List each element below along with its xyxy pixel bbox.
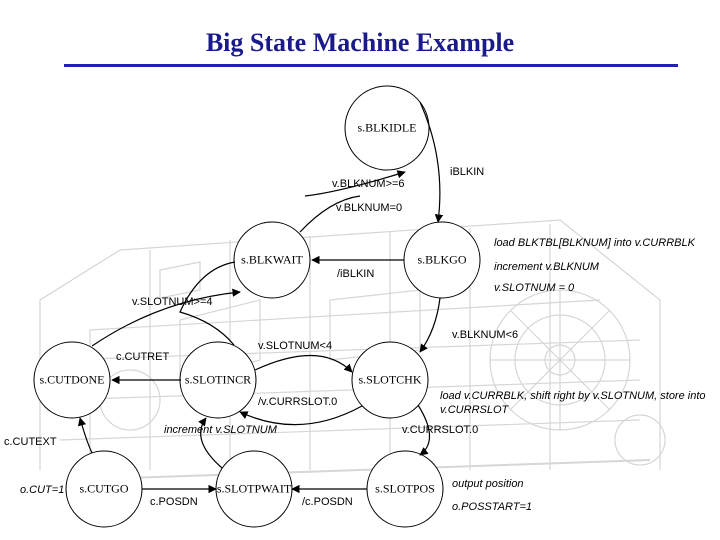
state-blkidle-label: s.BLKIDLE [357,120,417,135]
edge-slotchk-to-slotpos [417,404,431,456]
edge-cutdone-to-blkwait [91,288,241,347]
cond-currslot-not0: /v.CURRSLOT.0 [258,396,338,408]
cond-not-posdn: /c.POSDN [302,496,353,508]
edge-blkwait-to-blkidle [304,170,406,197]
action-posstart: o.POSSTART=1 [452,501,532,513]
edge-slotincr-to-slotchk [254,354,353,373]
state-slotchk-circle [351,341,429,419]
state-slotpwait-label: s.SLOTPWAIT [216,481,292,496]
state-cutdone-circle [33,341,111,419]
state-blkwait-label: s.BLKWAIT [241,252,303,267]
slide-title: Big State Machine Example [205,28,515,57]
action-output-position: output position [452,478,524,490]
state-slotpos-label: s.SLOTPOS [375,481,435,496]
state-cutgo-label: s.CUTGO [79,481,129,496]
action-cut-eq1: o.CUT=1 [20,484,65,496]
cond-blknum-eq0: v.BLKNUM=0 [336,202,403,214]
edge-blkgo-to-slotchk [419,297,441,353]
edge-slotpwait-to-slotincr [198,417,223,469]
cond-iblkin-negated: /iBLKIN [337,268,375,280]
edge-slotchk-to-slotincr [239,405,363,426]
edge-slotnum-ge4 [179,261,236,346]
cond-currslot-0: v.CURRSLOT.0 [402,424,479,436]
edge-blkidle-to-blkgo [419,101,444,223]
cond-posdn: c.POSDN [150,496,198,508]
state-slotchk-label: s.SLOTCHK [358,372,422,387]
action-slotnum-zero: v.SLOTNUM = 0 [494,282,575,294]
state-blkwait-circle [233,221,311,299]
cond-blknum-lt6: v.BLKNUM<6 [452,329,519,341]
action-load-blktbl: load BLKTBL[BLKNUM] into v.CURRBLK [494,237,695,249]
state-cutdone-label: s.CUTDONE [39,372,105,387]
edge-blknum-zero-connector [299,195,361,233]
cond-slotnum-ge4: v.SLOTNUM>=4 [132,296,213,308]
state-blkidle-circle [344,85,430,171]
state-slotincr-label: s.SLOTINCR [184,372,252,387]
cond-cutret: c.CUTRET [116,351,170,363]
cond-cutext: c.CUTEXT [4,436,57,448]
title-underline [64,64,678,67]
edge-cutgo-to-cutdone [77,417,93,454]
action-increment-slotnum: increment v.SLOTNUM [164,424,277,436]
state-blkgo-label: s.BLKGO [417,252,467,267]
action-increment-blknum: increment v.BLKNUM [494,261,599,273]
cond-iblkin-top: iBLKIN [450,166,485,178]
action-load-currblk: load v.CURRBLK, shift right by v.SLOTNUM… [440,390,706,416]
cond-slotnum-lt4: v.SLOTNUM<4 [258,340,333,352]
cond-blknum-ge6: v.BLKNUM>=6 [332,178,405,190]
